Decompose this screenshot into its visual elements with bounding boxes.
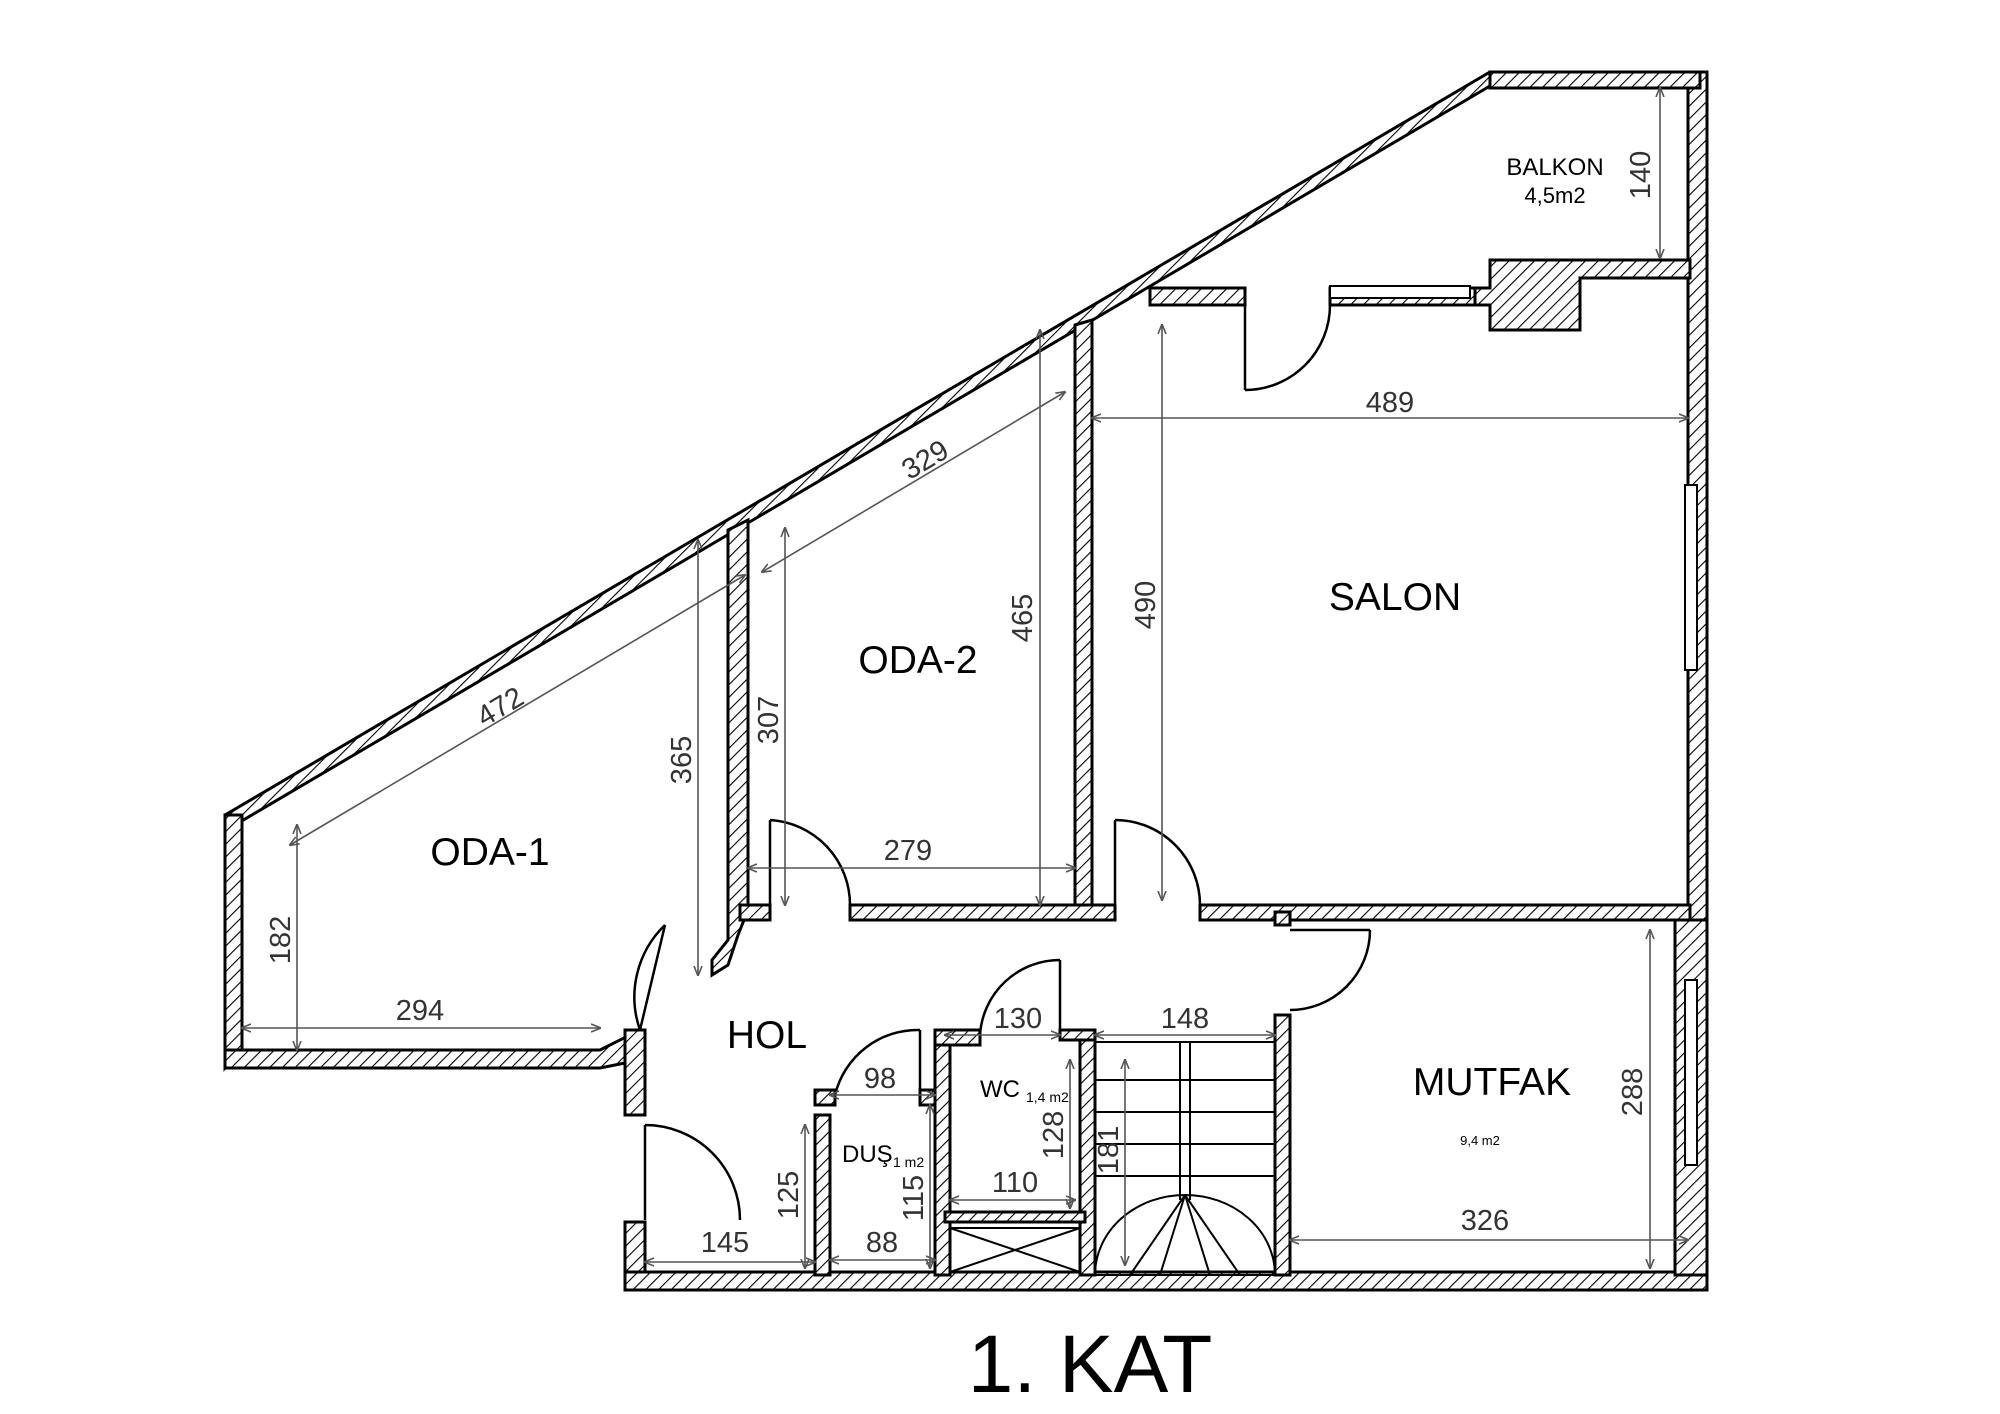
dus-door: [833, 1028, 922, 1096]
dus-area: 1 m2: [893, 1154, 924, 1170]
wc-door: [978, 958, 1062, 1036]
dim-hol-h: 125: [773, 1171, 805, 1219]
mutfak-area: 9,4 m2: [1460, 1133, 1500, 1148]
oda1-door: [633, 924, 667, 1031]
salon-top-window: [1329, 285, 1471, 299]
dim-oda2-diag: 329: [896, 434, 954, 486]
dim-oda2-h: 465: [1007, 594, 1039, 642]
oda2-door: [768, 818, 852, 906]
wc-left-wall: [933, 1043, 952, 1277]
wc-top-wall: [933, 1028, 982, 1047]
windows: [1329, 285, 1698, 1166]
oda1-label: ODA-1: [430, 831, 549, 874]
dim-mutfak-w: 326: [1461, 1205, 1509, 1237]
dim-oda1-h2: 182: [265, 916, 297, 964]
dim-wc-w: 110: [992, 1167, 1038, 1199]
dim-mutfak-h: 288: [1617, 1068, 1649, 1116]
balkon-area: 4,5m2: [1524, 183, 1585, 208]
dim-oda1-diag: 472: [471, 681, 529, 733]
dim-dus-h: 115: [898, 1175, 930, 1221]
balkon-label: BALKON: [1506, 154, 1603, 181]
hol-label: HOL: [727, 1014, 807, 1057]
stairs: [949, 1041, 1276, 1276]
dim-salon-h: 490: [1130, 581, 1162, 629]
mutfak-door: [1289, 928, 1372, 1012]
dim-dus-top: 98: [864, 1063, 896, 1095]
wc-area: 1,4 m2: [1026, 1089, 1069, 1105]
dim-stair-w: 148: [1161, 1003, 1209, 1035]
balkon-door: [1243, 304, 1332, 392]
oda2-bottom-wall: [738, 903, 772, 922]
dim-oda2-w: 279: [884, 835, 932, 867]
salon-label: SALON: [1329, 576, 1461, 619]
oda2-salon-wall: [1073, 317, 1094, 912]
oda2-bottom-wall-right: [848, 903, 1117, 922]
mutfak-left-wall: [1273, 1013, 1292, 1277]
salon-top-wall: [1148, 286, 1247, 307]
salon-door: [1113, 818, 1202, 906]
dus-label: DUŞ: [842, 1141, 893, 1168]
dim-oda2-h2: 307: [753, 696, 785, 744]
wc-bottom-wall: [943, 1210, 1087, 1224]
dimension-lines: [242, 88, 1688, 1268]
mutfak-left-stub: [1273, 910, 1292, 927]
dus-top-wall: [813, 1088, 837, 1107]
balcony-top-wall: [1488, 70, 1702, 90]
dim-wc-top: 130: [994, 1003, 1042, 1035]
dimension-labels: 140 489 490 329 465 307 279 472 365 182 …: [265, 151, 1657, 1259]
doors: [633, 304, 1372, 1221]
mutfak-label: MUTFAK: [1413, 1061, 1571, 1104]
left-outer-wall: [223, 813, 244, 1072]
sloped-wall: [223, 70, 1507, 834]
hol-left-wall: [623, 1028, 647, 1117]
stair-top-stub: [1058, 1028, 1097, 1042]
mutfak-right-window: [1684, 979, 1698, 1166]
salon-right-window: [1684, 484, 1698, 671]
floor-title: 1. KAT: [968, 1319, 1213, 1410]
dim-oda1-h: 365: [666, 736, 698, 784]
oda2-label: ODA-2: [858, 639, 977, 682]
dim-salon-w: 489: [1366, 387, 1414, 419]
entrance-door: [643, 1123, 742, 1221]
dim-dus-w: 88: [866, 1227, 898, 1259]
bottom-outer-wall: [623, 1270, 1709, 1292]
wc-label: WC: [980, 1076, 1020, 1103]
dim-balkon-h: 140: [1625, 151, 1657, 199]
chimney: [1473, 258, 1692, 332]
dim-stair-h: 181: [1093, 1126, 1125, 1174]
dus-right-wall: [918, 1088, 937, 1107]
dim-wc-h: 128: [1038, 1111, 1070, 1159]
oda1-bottom-wall: [223, 1027, 642, 1070]
dim-oda1-w: 294: [396, 995, 444, 1027]
dus-left-wall: [813, 1113, 832, 1277]
dim-hol-w: 145: [701, 1227, 749, 1259]
